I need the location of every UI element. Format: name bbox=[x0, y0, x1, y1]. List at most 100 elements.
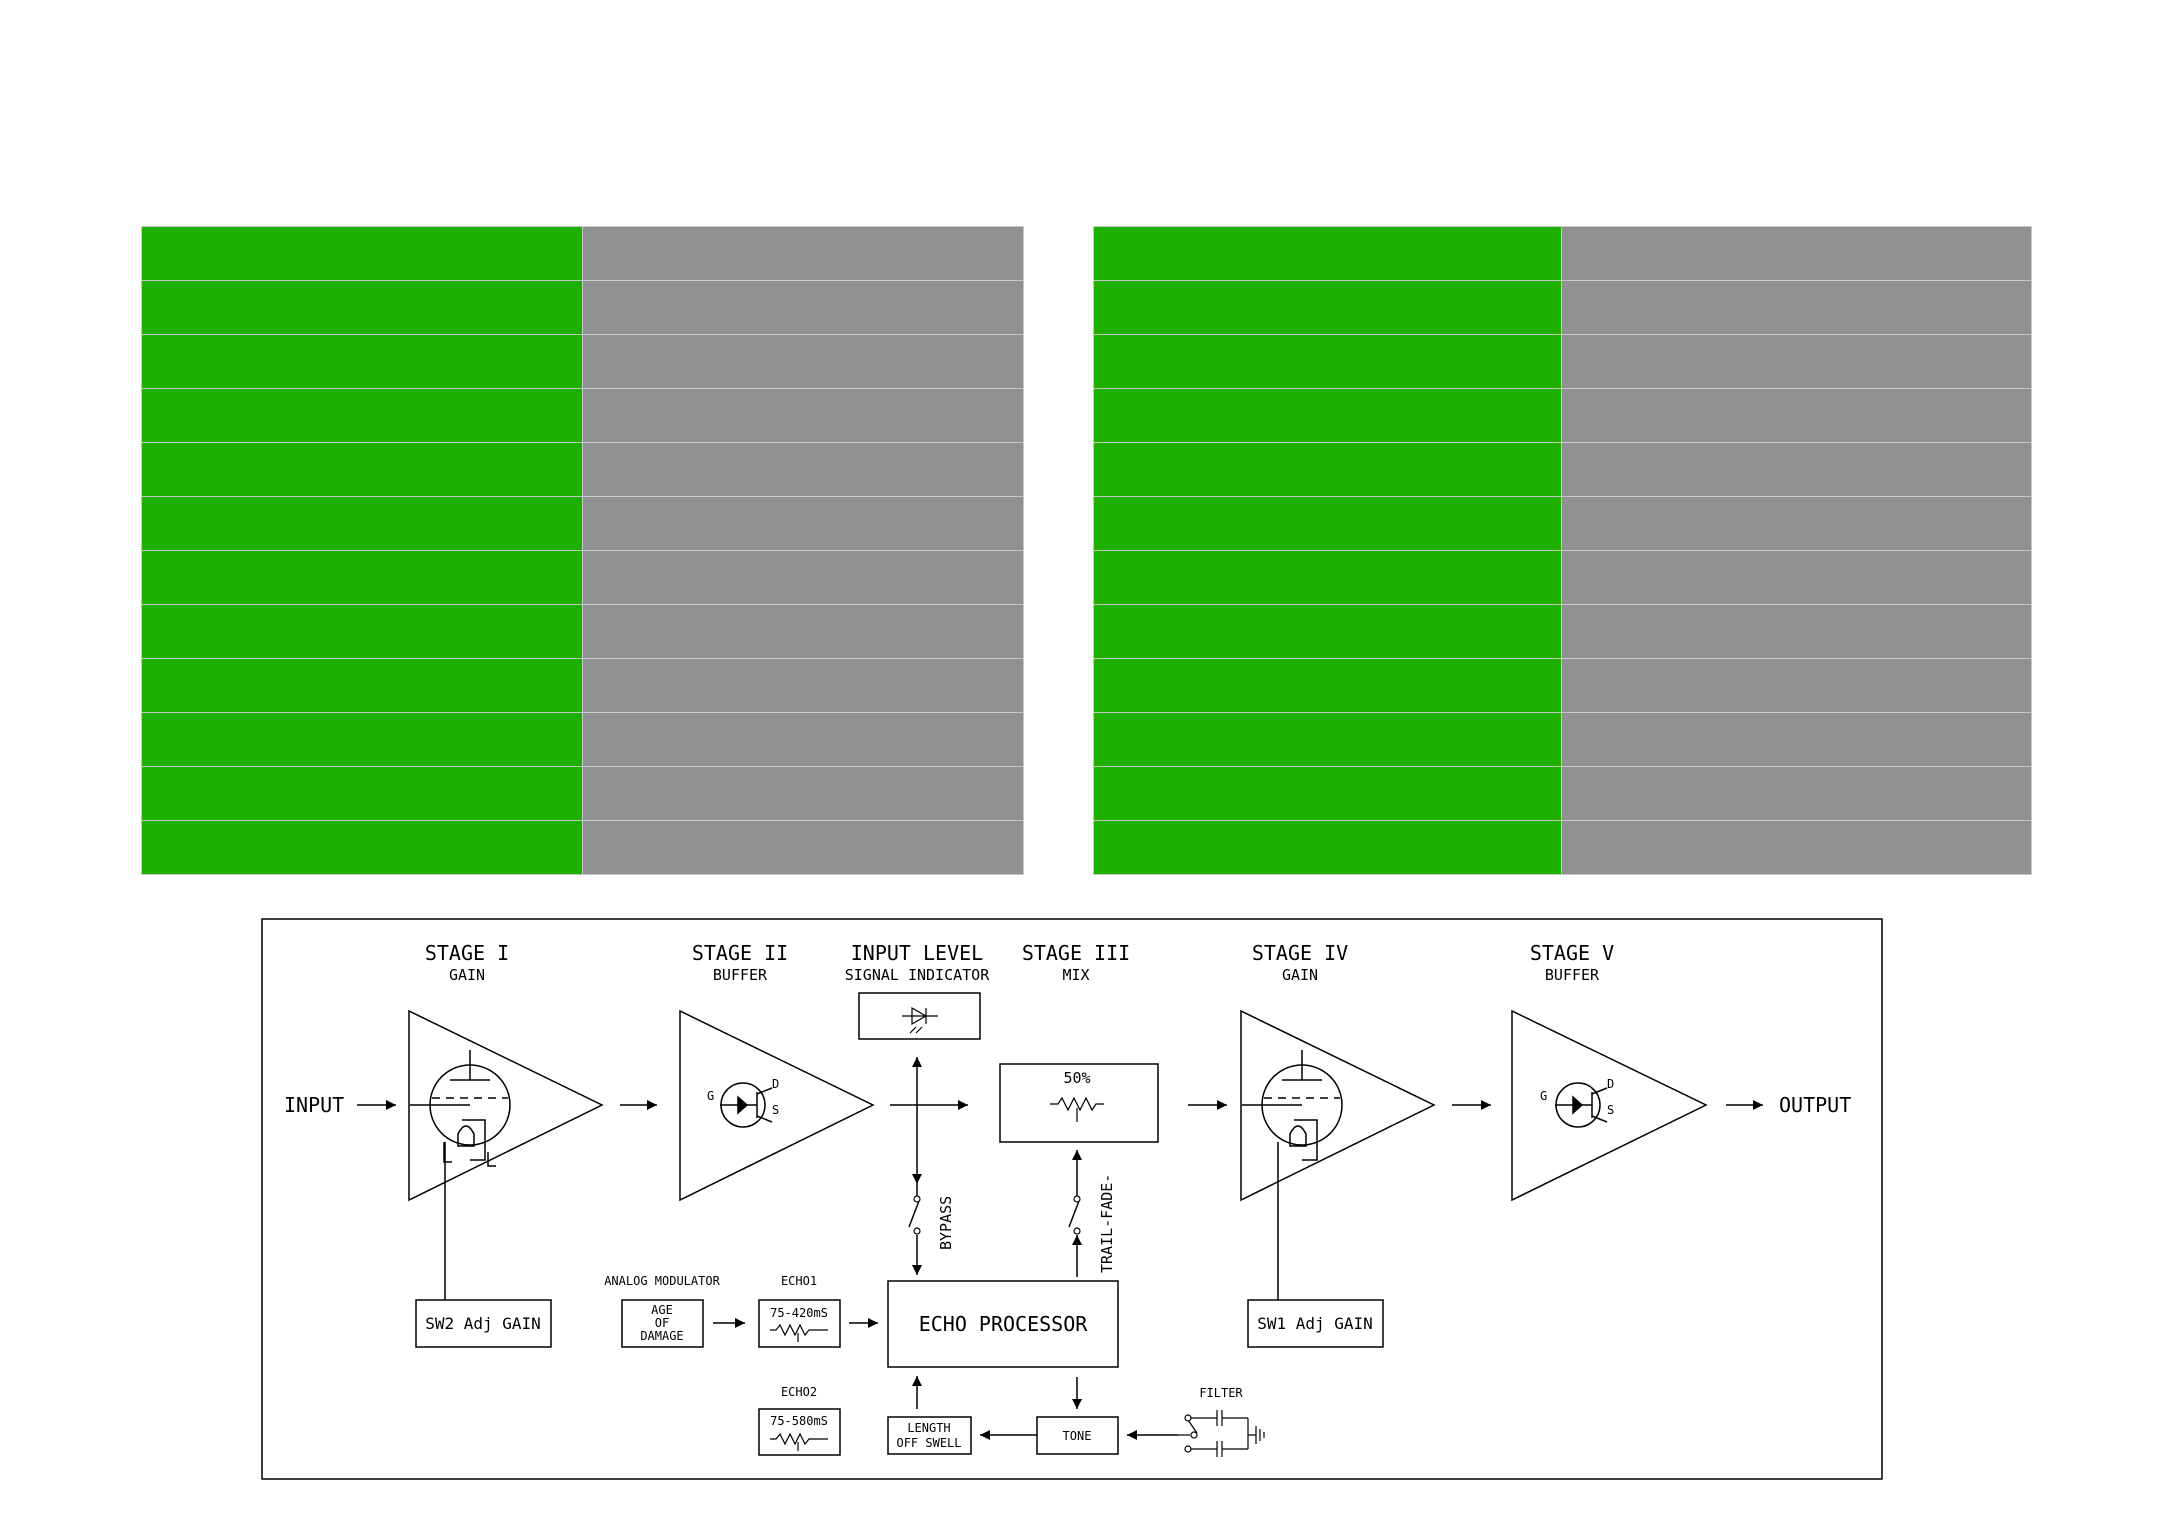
table-cell-green bbox=[1093, 712, 1562, 767]
table-row bbox=[1093, 712, 2032, 767]
bypass-label: BYPASS bbox=[937, 1196, 955, 1250]
table-cell-grey bbox=[582, 604, 1024, 659]
stage-1-title: STAGE I bbox=[425, 941, 509, 965]
age-line-3: DAMAGE bbox=[640, 1329, 683, 1343]
jfet-2-drain: D bbox=[772, 1077, 779, 1091]
table-cell-grey bbox=[1561, 334, 2032, 389]
jfet-5-source: S bbox=[1607, 1103, 1614, 1117]
tone-label: TONE bbox=[1063, 1429, 1092, 1443]
input-label: INPUT bbox=[284, 1093, 344, 1117]
table-row bbox=[141, 550, 1024, 605]
jfet-5-icon bbox=[1555, 1082, 1608, 1128]
tube-4-icon bbox=[1242, 1050, 1343, 1161]
jfet-2-source: S bbox=[772, 1103, 779, 1117]
output-label: OUTPUT bbox=[1779, 1093, 1851, 1117]
signal-wires bbox=[357, 1057, 1763, 1440]
table-row bbox=[1093, 604, 2032, 659]
left-table bbox=[141, 226, 1024, 875]
table-cell-green bbox=[141, 820, 583, 875]
table-cell-grey bbox=[582, 766, 1024, 821]
sw1-gain-label: SW1 Adj GAIN bbox=[1257, 1314, 1373, 1333]
table-cell-grey bbox=[582, 712, 1024, 767]
table-cell-grey bbox=[1561, 712, 2032, 767]
table-cell-green bbox=[141, 604, 583, 659]
echo1-range: 75-420mS bbox=[770, 1306, 828, 1320]
stage-1-sub: GAIN bbox=[449, 966, 485, 984]
table-row bbox=[1093, 280, 2032, 335]
stage-5-title: STAGE V bbox=[1530, 941, 1614, 965]
table-row bbox=[141, 388, 1024, 443]
table-cell-green bbox=[141, 712, 583, 767]
age-box bbox=[621, 1299, 704, 1348]
led-box bbox=[858, 992, 981, 1040]
table-cell-grey bbox=[1561, 496, 2032, 551]
table-cell-grey bbox=[1561, 280, 2032, 335]
right-table bbox=[1093, 226, 2032, 875]
table-cell-green bbox=[141, 550, 583, 605]
length-line-1: LENGTH bbox=[907, 1421, 950, 1435]
table-cell-green bbox=[1093, 658, 1562, 713]
stage-1-amp bbox=[408, 1009, 604, 1202]
table-row bbox=[1093, 388, 2032, 443]
tube-1-icon bbox=[410, 1050, 511, 1167]
table-cell-grey bbox=[582, 820, 1024, 875]
stage-4-sub: GAIN bbox=[1282, 966, 1318, 984]
stage-5-amp bbox=[1511, 1009, 1708, 1202]
table-cell-green bbox=[1093, 334, 1562, 389]
left-table-body bbox=[141, 226, 1024, 875]
table-cell-green bbox=[141, 442, 583, 497]
mix-box bbox=[999, 1063, 1159, 1143]
table-row bbox=[141, 820, 1024, 875]
table-row bbox=[141, 712, 1024, 767]
length-line-2: OFF SWELL bbox=[896, 1436, 961, 1450]
echo2-range: 75-580mS bbox=[770, 1414, 828, 1428]
table-cell-green bbox=[141, 496, 583, 551]
table-cell-grey bbox=[582, 442, 1024, 497]
table-cell-green bbox=[1093, 604, 1562, 659]
analog-modulator-label: ANALOG MODULATOR bbox=[604, 1274, 720, 1288]
mix-pot-icon bbox=[1050, 1096, 1104, 1122]
table-row bbox=[141, 334, 1024, 389]
table-cell-grey bbox=[1561, 820, 2032, 875]
table-row bbox=[141, 280, 1024, 335]
stage-2-sub: BUFFER bbox=[713, 966, 768, 984]
echo2-title: ECHO2 bbox=[781, 1385, 817, 1399]
table-cell-grey bbox=[582, 550, 1024, 605]
echo-processor-box bbox=[887, 1280, 1119, 1368]
echo-processor-label: ECHO PROCESSOR bbox=[919, 1312, 1089, 1336]
table-row bbox=[141, 496, 1024, 551]
table-row bbox=[1093, 550, 2032, 605]
table-row bbox=[141, 658, 1024, 713]
table-cell-grey bbox=[1561, 766, 2032, 821]
table-cell-green bbox=[1093, 820, 1562, 875]
table-cell-grey bbox=[1561, 388, 2032, 443]
jfet-5-drain: D bbox=[1607, 1077, 1614, 1091]
jfet-5-gate: G bbox=[1540, 1089, 1547, 1103]
filter-label: FILTER bbox=[1199, 1386, 1243, 1400]
mix-value: 50% bbox=[1063, 1069, 1090, 1087]
table-cell-grey bbox=[582, 280, 1024, 335]
led-diode-icon bbox=[902, 1006, 938, 1034]
table-cell-grey bbox=[1561, 604, 2032, 659]
table-cell-grey bbox=[582, 334, 1024, 389]
echo2-box bbox=[758, 1408, 841, 1456]
table-cell-green bbox=[141, 658, 583, 713]
table-cell-green bbox=[1093, 388, 1562, 443]
right-table-body bbox=[1093, 226, 2032, 875]
stage-2-amp bbox=[679, 1009, 875, 1202]
table-cell-green bbox=[141, 766, 583, 821]
stage-3-sub: MIX bbox=[1062, 966, 1089, 984]
stage-2-title: STAGE II bbox=[692, 941, 788, 965]
echo1-title: ECHO1 bbox=[781, 1274, 817, 1288]
table-cell-green bbox=[1093, 550, 1562, 605]
sw1-gain-box bbox=[1247, 1299, 1384, 1348]
table-row bbox=[1093, 334, 2032, 389]
table-cell-green bbox=[141, 388, 583, 443]
table-cell-green bbox=[1093, 442, 1562, 497]
age-line-1: AGE bbox=[651, 1303, 673, 1317]
table-row bbox=[141, 442, 1024, 497]
sw2-gain-box bbox=[415, 1299, 552, 1348]
table-row bbox=[141, 604, 1024, 659]
filter-switch-icon bbox=[1178, 1410, 1265, 1457]
